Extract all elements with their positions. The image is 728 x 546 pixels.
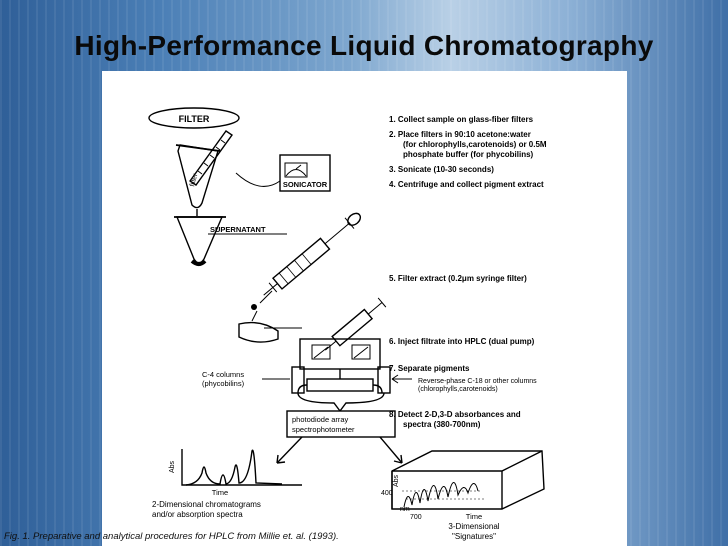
supernatant-label: SUPERNATANT: [210, 225, 266, 234]
hplc-diagram: FILTER filter SONICATOR SUPERNATANT C-4 …: [148, 107, 547, 541]
chart-3d-axis-start: 400: [381, 490, 393, 497]
step-7: 7. Separate pigments: [389, 364, 470, 373]
chart-2d-caption-1: 2-Dimensional chromatograms: [152, 500, 261, 509]
detector-box: [286, 410, 396, 438]
chart-3d-ylabel: Abs: [393, 474, 400, 487]
arrow-2d: [276, 436, 303, 464]
detector-line-1: photodiode array: [292, 415, 349, 424]
figure-caption: Fig. 1. Preparative and analytical proce…: [4, 531, 339, 542]
step-8-line-2: spectra (380-700nm): [403, 420, 481, 429]
filter-strip: [189, 130, 233, 186]
hplc-figure: FILTER filter SONICATOR SUPERNATANT C-4 …: [102, 71, 627, 546]
sonicator-box: [279, 154, 331, 192]
chart-3d-axis-unit: nm: [400, 506, 410, 513]
c4-label-line-2: (phycobilins): [202, 379, 245, 388]
chart-2d-ylabel: Abs: [169, 460, 176, 473]
step-1: 1. Collect sample on glass-fiber filters: [389, 115, 534, 124]
reverse-phase-line-1: Reverse-phase C-18 or other columns: [418, 378, 537, 385]
syringe: [263, 212, 362, 296]
step-3: 3. Sonicate (10-30 seconds): [389, 165, 494, 174]
step-6: 6. Inject filtrate into HPLC (dual pump): [389, 337, 535, 346]
chart-3d-axis-end: 700: [410, 514, 422, 521]
arrow-3d: [379, 436, 403, 464]
chart-2d-xlabel: Time: [212, 488, 228, 497]
chart-3d-caption-1: 3-Dimensional: [448, 522, 499, 531]
column-manifold: [306, 378, 374, 392]
step-2-line-3: phosphate buffer (for phycobilins): [403, 150, 534, 159]
reverse-phase-line-2: (chlorophylls,carotenoids): [418, 386, 498, 393]
centrifuge-tube: [175, 216, 224, 264]
c4-label-line-1: C-4 columns: [202, 370, 244, 379]
slide-title: High-Performance Liquid Chromatography: [74, 30, 654, 61]
filter-label: FILTER: [179, 114, 210, 124]
step-5: 5. Filter extract (0.2μm syringe filter): [389, 274, 527, 283]
step-8-line-1: 8. Detect 2-D,3-D absorbances and: [389, 410, 521, 419]
chart-2d: [181, 449, 302, 486]
collection-vial: [238, 321, 279, 343]
chart-3d-caption-2: "Signatures": [452, 532, 496, 541]
injection-syringe: [324, 297, 387, 351]
step-2-line-1: 2. Place filters in 90:10 acetone:water: [389, 130, 531, 139]
filter-ellipse: [148, 107, 240, 129]
filter-tube-label: filter: [189, 172, 199, 187]
step-list: 1. Collect sample on glass-fiber filters…: [389, 115, 547, 429]
detector-line-2: spectrophotometer: [292, 425, 355, 434]
chart-2d-caption-2: and/or absorption spectra: [152, 510, 243, 519]
chart-3d: [391, 450, 545, 510]
sample-vial: [177, 144, 219, 209]
step-2-line-2: (for chlorophylls,carotenoids) or 0.5M: [403, 140, 547, 149]
step-4: 4. Centrifuge and collect pigment extrac…: [389, 180, 544, 189]
chart-3d-xlabel: Time: [466, 512, 482, 521]
sonicator-label: SONICATOR: [283, 180, 328, 189]
